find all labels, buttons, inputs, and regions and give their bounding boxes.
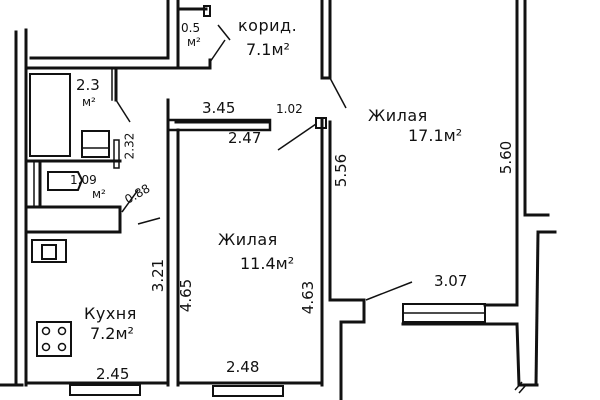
dim-large-room-right: 5.60 bbox=[497, 140, 516, 175]
room-area-living-small: 11.4м² bbox=[240, 254, 295, 273]
room-area-kitchen: 7.2м² bbox=[90, 324, 134, 343]
dim-large-room-left: 5.56 bbox=[332, 153, 351, 188]
dim-kitchen-width: 2.45 bbox=[96, 365, 130, 383]
room-unit-toilet: м² bbox=[92, 187, 106, 201]
room-name-corridor: корид. bbox=[238, 16, 298, 35]
dim-corridor-note: 1.02 bbox=[276, 102, 303, 116]
room-area-bathroom: 2.3 bbox=[76, 76, 100, 94]
room-area-living-large: 17.1м² bbox=[408, 126, 463, 145]
room-unit-closet: м² bbox=[187, 35, 201, 49]
dim-kitchen-height: 3.21 bbox=[149, 258, 168, 293]
room-name-kitchen: Кухня bbox=[84, 304, 137, 323]
dim-small-room-right: 4.63 bbox=[299, 280, 318, 315]
dim-bathroom: 2.32 bbox=[122, 132, 137, 160]
dim-corridor-width: 3.45 bbox=[202, 99, 236, 117]
dim-small-room-left: 4.65 bbox=[177, 278, 196, 313]
room-area-corridor: 7.1м² bbox=[246, 40, 290, 59]
room-unit-bathroom: м² bbox=[82, 95, 96, 109]
dim-small-room-bottom: 2.48 bbox=[226, 358, 260, 376]
room-area-closet: 0.5 bbox=[181, 21, 201, 35]
room-area-toilet: 1.09 bbox=[70, 173, 97, 187]
room-name-living-small: Жилая bbox=[218, 230, 278, 249]
room-name-living-large: Жилая bbox=[368, 106, 428, 125]
dim-small-room-top: 2.47 bbox=[228, 129, 262, 147]
dim-large-room-bottom: 3.07 bbox=[434, 272, 468, 290]
